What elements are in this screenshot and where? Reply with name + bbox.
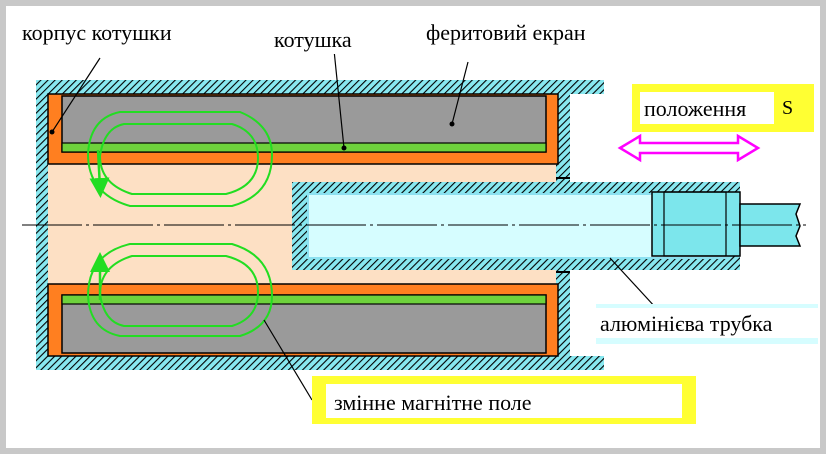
leader-coil-dot bbox=[341, 145, 347, 151]
ferrite-screen-right-top bbox=[556, 94, 570, 182]
leader-field bbox=[263, 319, 313, 401]
leader-ferrite-dot bbox=[449, 121, 455, 127]
field-loop-bottom-outer bbox=[86, 243, 274, 337]
ferrite-screen-top bbox=[36, 80, 604, 94]
label-position-symbol: S bbox=[782, 97, 793, 119]
label-coil-housing: корпус котушки bbox=[22, 20, 172, 45]
label-bg-ferrite bbox=[422, 14, 684, 50]
leader-ferrite-screen bbox=[451, 61, 469, 125]
rod-block-inner bbox=[663, 191, 727, 257]
field-loop-bottom-inner bbox=[98, 255, 260, 327]
field-arrow-top bbox=[89, 149, 110, 198]
label-bg-coil bbox=[270, 22, 386, 54]
label-aluminum-tube: алюмінієва трубка bbox=[600, 311, 773, 336]
label-bg-field-inner bbox=[326, 384, 682, 418]
label-alternating-field: змінне магнітне поле bbox=[334, 390, 532, 415]
label-coil: котушка bbox=[274, 27, 352, 52]
rod-block bbox=[651, 191, 741, 257]
label-bg-aluminum-inner bbox=[596, 308, 818, 338]
leader-aluminum-tube bbox=[609, 257, 657, 309]
label-bg-coil-housing bbox=[18, 14, 214, 50]
ferrite-screen-bottom bbox=[36, 356, 604, 370]
ferrite-screen-right-bottom bbox=[556, 268, 570, 356]
field-loop-top-outer bbox=[86, 111, 274, 207]
label-bg-position-inner bbox=[640, 92, 774, 124]
coil-body-bottom bbox=[61, 294, 547, 354]
field-loop-top-inner bbox=[98, 123, 260, 195]
leader-coil bbox=[333, 49, 345, 149]
coil-winding-bottom bbox=[61, 294, 547, 305]
leader-coil-housing-dot bbox=[49, 129, 55, 135]
leader-coil-housing bbox=[51, 57, 101, 133]
label-position: положення bbox=[644, 96, 746, 121]
label-ferrite-screen: феритовий екран bbox=[426, 20, 586, 45]
double-headed-arrow-icon bbox=[617, 133, 761, 163]
coil-winding-top bbox=[61, 142, 547, 153]
